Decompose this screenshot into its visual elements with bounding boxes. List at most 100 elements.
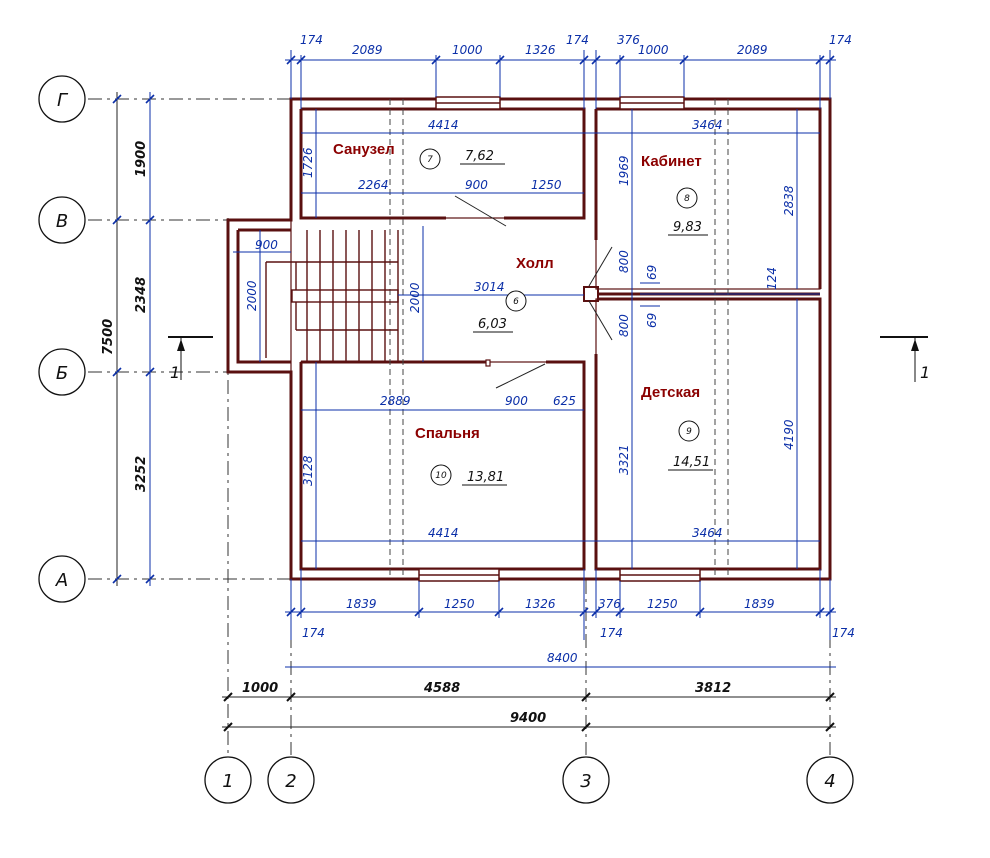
dim-int-625: 625: [553, 394, 576, 408]
bottom-dimensions: 1839 1250 1326 376 1250 1839 174 174 174: [302, 597, 855, 640]
dim-bottom-4: 376: [598, 597, 621, 611]
dim-int-900-top: 900: [465, 178, 488, 192]
axis-label-g: Г: [57, 90, 69, 111]
dim-bottom-7: 174: [302, 626, 325, 640]
dim-int-69-bottom: 69: [645, 313, 659, 328]
axis-markers: [38, 75, 854, 804]
doors: [454, 195, 613, 389]
dim-int-800-bottom: 800: [617, 314, 631, 337]
dim-overall-3812: 3812: [695, 681, 731, 696]
room-number-office: 8: [684, 194, 690, 204]
room-number-circle: [676, 187, 698, 209]
room-number-bathroom: 7: [427, 155, 433, 165]
dim-top-2: 2089: [352, 43, 383, 57]
dim-left-2348: 2348: [134, 277, 149, 313]
dim-int-900-bottom: 900: [505, 394, 528, 408]
room-area-bedroom: 13,81: [467, 470, 504, 485]
dim-int-1250: 1250: [531, 178, 562, 192]
walls: [226, 97, 832, 581]
axis-label-1: 1: [222, 771, 233, 792]
room-area-hall: 6,03: [478, 317, 507, 332]
dim-left-3252: 3252: [134, 456, 149, 492]
dim-top-5: 174: [566, 33, 589, 47]
dim-bottom-6: 1839: [744, 597, 775, 611]
dim-bottom-1: 1839: [346, 597, 377, 611]
dim-overall-1000: 1000: [242, 681, 278, 696]
axis-label-a: А: [55, 570, 68, 591]
dim-top-9: 174: [829, 33, 852, 47]
dim-overall-9400: 9400: [510, 711, 546, 726]
dim-int-2889: 2889: [380, 394, 411, 408]
top-dimensions: 174 2089 1000 1326 174 376 1000 2089 174: [300, 33, 852, 57]
room-number-hall: 6: [513, 297, 519, 307]
overall-ticks: [223, 692, 835, 732]
dim-top-6: 376: [617, 33, 640, 47]
room-name-bathroom: Санузел: [333, 141, 395, 158]
dim-bottom-3: 1326: [525, 597, 556, 611]
axis-label-2: 2: [285, 771, 296, 792]
section-label-right: 1: [920, 363, 930, 382]
dim-top-7: 1000: [638, 43, 669, 57]
overall-dimension-lines: [116, 92, 836, 728]
section-marks: [168, 336, 928, 382]
room-number-kids: 9: [686, 427, 692, 437]
axis-label-v: В: [56, 211, 68, 232]
dim-int-4190: 4190: [782, 419, 796, 450]
room-number-circle: [505, 290, 527, 312]
room-name-kids: Детская: [641, 384, 700, 401]
dim-int-2000-right: 2000: [408, 282, 422, 313]
room-number-circle: [419, 148, 441, 170]
windows: [418, 96, 701, 582]
dim-bottom-5: 1250: [647, 597, 678, 611]
section-label-left: 1: [170, 363, 180, 382]
dim-int-124: 124: [765, 267, 779, 290]
dim-int-3464-top: 3464: [692, 118, 723, 132]
dim-bottom-9: 174: [832, 626, 855, 640]
dim-int-1969: 1969: [617, 155, 631, 186]
stairs: [265, 230, 399, 362]
section-arrow-left: [177, 339, 185, 351]
axis-label-b: Б: [56, 363, 68, 384]
section-arrow-right: [911, 339, 919, 351]
dim-int-3014: 3014: [474, 280, 505, 294]
dim-top-1: 174: [300, 33, 323, 47]
dim-overall-4588: 4588: [423, 681, 460, 696]
dim-top-4: 1326: [525, 43, 556, 57]
room-area-office: 9,83: [673, 220, 702, 235]
room-number-circle: [678, 420, 700, 442]
axis-label-3: 3: [580, 771, 591, 792]
room-area-kids: 14,51: [673, 455, 710, 470]
dim-bottom-8: 174: [600, 626, 623, 640]
dim-top-8: 2089: [737, 43, 768, 57]
dim-overall-8400: 8400: [547, 651, 578, 665]
dim-int-800-top: 800: [617, 250, 631, 273]
dim-int-3321: 3321: [617, 444, 631, 475]
dim-left-7500: 7500: [101, 319, 116, 355]
axis-label-4: 4: [824, 771, 835, 792]
dim-top-3: 1000: [452, 43, 483, 57]
dimension-ticks: [112, 55, 835, 617]
room-name-office: Кабинет: [641, 153, 702, 170]
interior-dimensions: 4414 3464 1726 2264 900 1250 1969 2838 9…: [245, 118, 796, 540]
roof-lines: [389, 99, 729, 579]
dim-left-1900: 1900: [134, 141, 149, 177]
room-area-bathroom: 7,62: [465, 149, 494, 164]
room-number-bedroom: 10: [435, 471, 447, 481]
dim-int-1726: 1726: [301, 147, 315, 178]
overall-dimensions: 8400 1000 4588 3812 9400: [242, 651, 731, 726]
dim-int-4414-top: 4414: [428, 118, 459, 132]
dim-int-3464-bottom: 3464: [692, 526, 723, 540]
dim-int-69-top: 69: [645, 265, 659, 280]
room-name-hall: Холл: [516, 255, 554, 272]
room-number-circle: [430, 464, 452, 486]
dim-int-3128: 3128: [301, 455, 315, 486]
dim-int-2264: 2264: [358, 178, 389, 192]
left-dimensions: 1900 2348 3252 7500: [101, 141, 149, 492]
dim-int-2838: 2838: [782, 185, 796, 216]
dim-int-4414-bottom: 4414: [428, 526, 459, 540]
dim-bottom-2: 1250: [444, 597, 475, 611]
room-name-bedroom: Спальня: [415, 425, 480, 442]
dim-int-900-stair: 900: [255, 238, 278, 252]
